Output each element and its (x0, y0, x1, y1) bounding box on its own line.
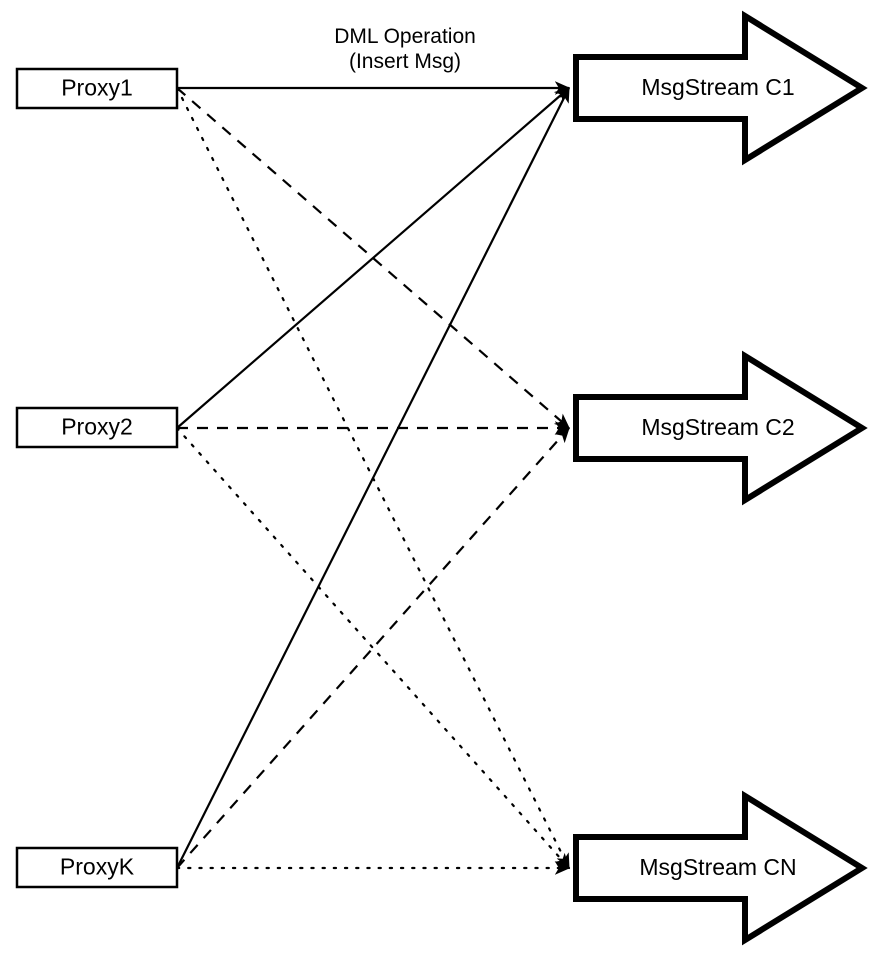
node-proxy2[interactable]: Proxy2 (15, 406, 179, 449)
node-proxy1[interactable]: Proxy1 (15, 67, 179, 110)
msgstream-node-group: MsgStream C1 MsgStream C2 MsgStream CN (573, 10, 868, 946)
edge-proxyk-to-msgstream-c1 (176, 86, 570, 869)
proxyk-label: ProxyK (60, 854, 135, 880)
edge-label-line-1: DML Operation (334, 25, 476, 48)
msgstream-c2-label: MsgStream C2 (641, 414, 794, 440)
edge-proxy2-to-msgstream-c1 (176, 87, 570, 429)
proxy2-label: Proxy2 (61, 414, 133, 440)
node-msgstream-cn[interactable]: MsgStream CN (573, 790, 868, 946)
node-msgstream-c1[interactable]: MsgStream C1 (573, 10, 868, 166)
edge-proxy1-to-msgstream-c2 (176, 87, 570, 429)
node-proxyk[interactable]: ProxyK (15, 846, 179, 889)
proxyk-box[interactable] (15, 846, 179, 889)
msgstream-c1-block-arrow-icon[interactable] (573, 10, 868, 166)
edge-label-line-2: (Insert Msg) (349, 50, 461, 73)
proxy2-box[interactable] (15, 406, 179, 449)
proxy-node-group: Proxy1 Proxy2 ProxyK (15, 67, 179, 889)
msgstream-c2-block-arrow-icon[interactable] (573, 350, 868, 506)
msgstream-c1-label: MsgStream C1 (641, 74, 794, 100)
node-msgstream-c2[interactable]: MsgStream C2 (573, 350, 868, 506)
proxy1-box[interactable] (15, 67, 179, 110)
msgstream-cn-block-arrow-icon[interactable] (573, 790, 868, 946)
edge-layer (175, 81, 571, 875)
edge-proxyk-to-msgstream-c2 (176, 427, 570, 869)
proxy1-label: Proxy1 (61, 75, 133, 101)
msgstream-cn-label: MsgStream CN (639, 854, 796, 880)
edge-label-dml-operation: DML Operation (Insert Msg) (334, 25, 476, 73)
